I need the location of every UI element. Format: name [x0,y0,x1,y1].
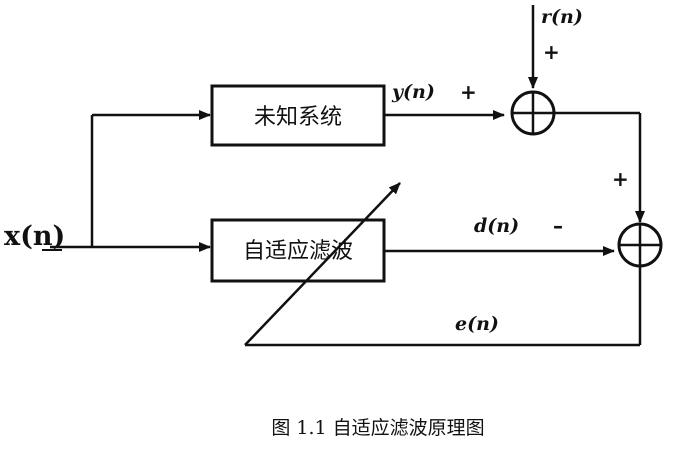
summing-junction-1 [510,90,556,136]
d-minus-sign: – [553,214,563,238]
adaptive-filter-label: 自适应滤波 [243,239,353,264]
sum1-plus-sign: + [612,167,629,191]
noise-signal-label: r(n) [541,6,583,28]
summing-junction-2 [617,222,663,268]
noise-plus-sign: + [543,40,560,64]
y-signal-label: y(n) [391,81,435,103]
input-signal-label: x(n) [4,221,65,252]
d-signal-label: d(n) [474,215,519,237]
adaptation-diagonal-line [244,182,401,346]
unknown-system-label: 未知系统 [254,105,342,130]
figure-caption: 图 1.1 自适应滤波原理图 [271,417,484,439]
y-plus-sign: + [460,80,477,104]
error-signal-label: e(n) [455,313,499,335]
